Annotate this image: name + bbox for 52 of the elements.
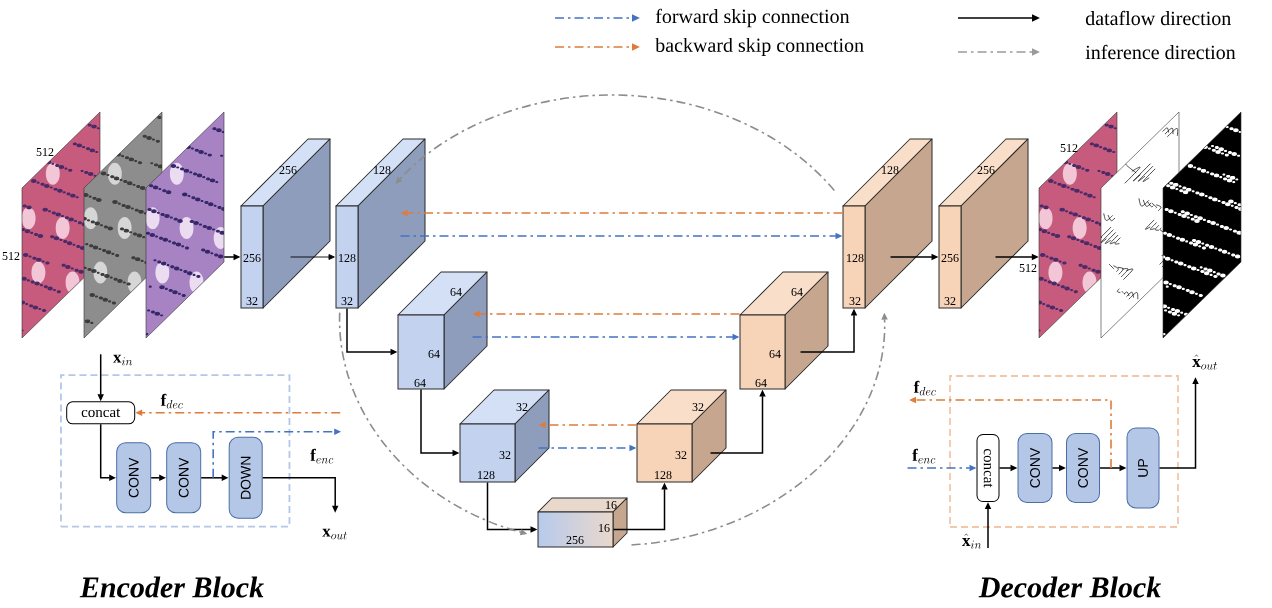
- legend-text: forward skip connection: [655, 8, 850, 28]
- legend-text: backward skip connection: [655, 37, 864, 57]
- node-label: 128: [847, 253, 864, 263]
- microscopy-image: [145, 111, 225, 339]
- dimension-label: 512: [2, 251, 20, 261]
- node-label: 32: [692, 402, 704, 412]
- node-label: 256: [243, 253, 261, 263]
- node-label: 256: [941, 253, 959, 263]
- feature-map-block: 128 128 32: [335, 138, 426, 309]
- node-label: 32: [849, 296, 861, 306]
- feature-map-block: 16 16 256: [537, 497, 628, 548]
- dimension-label: 512: [1060, 143, 1078, 153]
- segmentation-mask: [1162, 111, 1242, 339]
- feature-map-block: 64 64 64: [397, 271, 488, 390]
- block-title: Encoder Block: [79, 576, 264, 598]
- legend-text: dataflow direction: [1085, 10, 1231, 26]
- layer-box: DOWN: [228, 436, 263, 519]
- edge-label: $\mathbf{f}_{dec}$: [913, 380, 936, 396]
- edge-label: $\mathbf{f}_{enc}$: [912, 448, 936, 464]
- node-label: 128: [339, 253, 356, 263]
- edge-label: $\hat{\mathbf{x}}_{out}$: [1192, 354, 1217, 370]
- edge-label: $\mathbf{f}_{enc}$: [310, 448, 334, 464]
- block-title: Decoder Block: [978, 576, 1161, 598]
- feature-map-block: 64 64 64: [739, 271, 829, 390]
- dashed-arrow: [395, 94, 836, 192]
- feature-map-block: 32 32 128: [459, 389, 550, 483]
- legend-text: inference direction: [1085, 44, 1236, 60]
- edge-label: $\mathbf{x}_{out}$: [322, 528, 347, 540]
- arrow: [290, 254, 335, 260]
- node-label: 32: [944, 296, 956, 306]
- concat-box: concat: [66, 401, 136, 425]
- concat-box: concat: [976, 434, 1000, 502]
- node-label: 32: [341, 296, 353, 306]
- dimension-label: 512: [36, 147, 54, 157]
- node-label: 64: [769, 349, 781, 359]
- layer-box: CONV: [166, 442, 202, 514]
- node-label: 64: [755, 378, 767, 388]
- node-label: 32: [246, 296, 258, 306]
- feature-map-block: 32 32 128: [636, 389, 727, 483]
- node-label: 16: [606, 500, 617, 510]
- edge-label: $\mathbf{f}_{dec}$: [160, 393, 183, 409]
- layer-box: CONV: [116, 442, 152, 514]
- node-label: 64: [428, 349, 440, 359]
- node-label: 64: [414, 378, 426, 388]
- edge-label: $\hat{\mathbf{x}}_{in}$: [962, 533, 982, 549]
- feature-map-block: 256 256 32: [240, 138, 331, 309]
- layer-box: UP: [1126, 427, 1160, 509]
- layer-box: CONV: [1017, 433, 1053, 503]
- node-label: 32: [516, 402, 528, 412]
- edge-label: $\mathbf{x}_{in}$: [113, 354, 133, 366]
- layer-box: CONV: [1066, 433, 1100, 503]
- feature-map-block: 128 128 32: [842, 138, 933, 309]
